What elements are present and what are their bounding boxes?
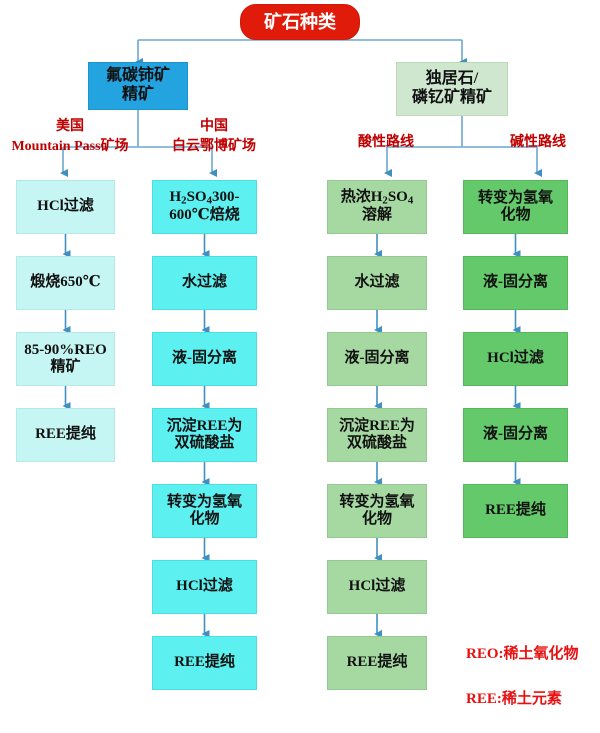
source-node-monazite[interactable]: 独居石/ 磷钇矿精矿 bbox=[396, 62, 508, 116]
route-label-usa: 美国 Mountain Pass矿场 bbox=[11, 119, 129, 155]
flowchart-canvas: 矿石种类 氟碳铈矿 精矿 独居石/ 磷钇矿精矿 美国 Mountain Pass… bbox=[11, 4, 579, 707]
step-node-col-china-2[interactable]: 液-固分离 bbox=[152, 332, 257, 386]
step-node-col-usa-3[interactable]: REE提纯 bbox=[16, 408, 115, 462]
step-node-col-acid-3[interactable]: 沉淀REE为双硫酸盐 bbox=[327, 408, 427, 462]
step-label: HCl过滤 bbox=[37, 198, 94, 215]
route-label-china: 中国 白云鄂博矿场 bbox=[172, 119, 256, 155]
step-label: 煅烧650℃ bbox=[30, 274, 101, 291]
step-label: 液-固分离 bbox=[483, 426, 548, 443]
step-node-col-china-0[interactable]: H2SO4300-600℃焙烧 bbox=[152, 180, 257, 234]
step-node-col-acid-6[interactable]: REE提纯 bbox=[327, 636, 427, 690]
step-node-col-usa-1[interactable]: 煅烧650℃ bbox=[16, 256, 115, 310]
step-label: 水过滤 bbox=[181, 274, 227, 291]
step-node-col-china-1[interactable]: 水过滤 bbox=[152, 256, 257, 310]
legend-block: REO:稀土氧化物 REE:稀土元素 bbox=[466, 620, 600, 733]
step-node-col-acid-4[interactable]: 转变为氢氧化物 bbox=[327, 484, 427, 538]
source-node-bastnasite[interactable]: 氟碳铈矿 精矿 bbox=[88, 62, 188, 110]
step-node-col-china-4[interactable]: 转变为氢氧化物 bbox=[152, 484, 257, 538]
step-node-col-acid-5[interactable]: HCl过滤 bbox=[327, 560, 427, 614]
step-label: HCl过滤 bbox=[487, 350, 544, 367]
step-node-col-china-6[interactable]: REE提纯 bbox=[152, 636, 257, 690]
step-label: REE提纯 bbox=[485, 502, 546, 519]
step-node-col-china-5[interactable]: HCl过滤 bbox=[152, 560, 257, 614]
route-label-alkali: 碱性路线 bbox=[510, 135, 566, 150]
legend-line-reo: REO:稀土氧化物 bbox=[466, 645, 579, 662]
step-label: REE提纯 bbox=[35, 426, 96, 443]
step-label: 液-固分离 bbox=[483, 274, 548, 291]
step-label: 液-固分离 bbox=[172, 350, 237, 367]
step-node-col-usa-0[interactable]: HCl过滤 bbox=[16, 180, 115, 234]
step-label: 转变为氢氧化物 bbox=[477, 189, 553, 223]
route-label-acid: 酸性路线 bbox=[358, 135, 414, 150]
step-node-col-alkali-3[interactable]: 液-固分离 bbox=[463, 408, 568, 462]
step-label: 沉淀REE为双硫酸盐 bbox=[166, 417, 243, 451]
step-label: 水过滤 bbox=[354, 274, 400, 291]
step-label: HCl过滤 bbox=[176, 578, 233, 595]
source-label-monazite: 独居石/ 磷钇矿精矿 bbox=[411, 70, 492, 106]
legend-line-ree: REE:稀土元素 bbox=[466, 690, 562, 707]
step-node-col-alkali-2[interactable]: HCl过滤 bbox=[463, 332, 568, 386]
step-node-col-acid-1[interactable]: 水过滤 bbox=[327, 256, 427, 310]
step-label: 沉淀REE为双硫酸盐 bbox=[339, 417, 415, 451]
step-node-col-alkali-4[interactable]: REE提纯 bbox=[463, 484, 568, 538]
step-node-col-alkali-0[interactable]: 转变为氢氧化物 bbox=[463, 180, 568, 234]
step-node-col-alkali-1[interactable]: 液-固分离 bbox=[463, 256, 568, 310]
step-label: 转变为氢氧化物 bbox=[339, 493, 415, 527]
column-arrows bbox=[62, 234, 521, 638]
step-label: 转变为氢氧化物 bbox=[166, 493, 242, 527]
step-label: H2SO4300-600℃焙烧 bbox=[169, 189, 240, 224]
root-node[interactable]: 矿石种类 bbox=[240, 4, 360, 40]
step-label: HCl过滤 bbox=[348, 578, 406, 595]
step-label: 液-固分离 bbox=[344, 350, 410, 367]
step-label: REE提纯 bbox=[174, 654, 235, 671]
step-node-col-china-3[interactable]: 沉淀REE为双硫酸盐 bbox=[152, 408, 257, 462]
source-label-bastnasite: 氟碳铈矿 精矿 bbox=[105, 67, 170, 103]
step-label: REE提纯 bbox=[346, 654, 408, 671]
step-node-col-acid-2[interactable]: 液-固分离 bbox=[327, 332, 427, 386]
